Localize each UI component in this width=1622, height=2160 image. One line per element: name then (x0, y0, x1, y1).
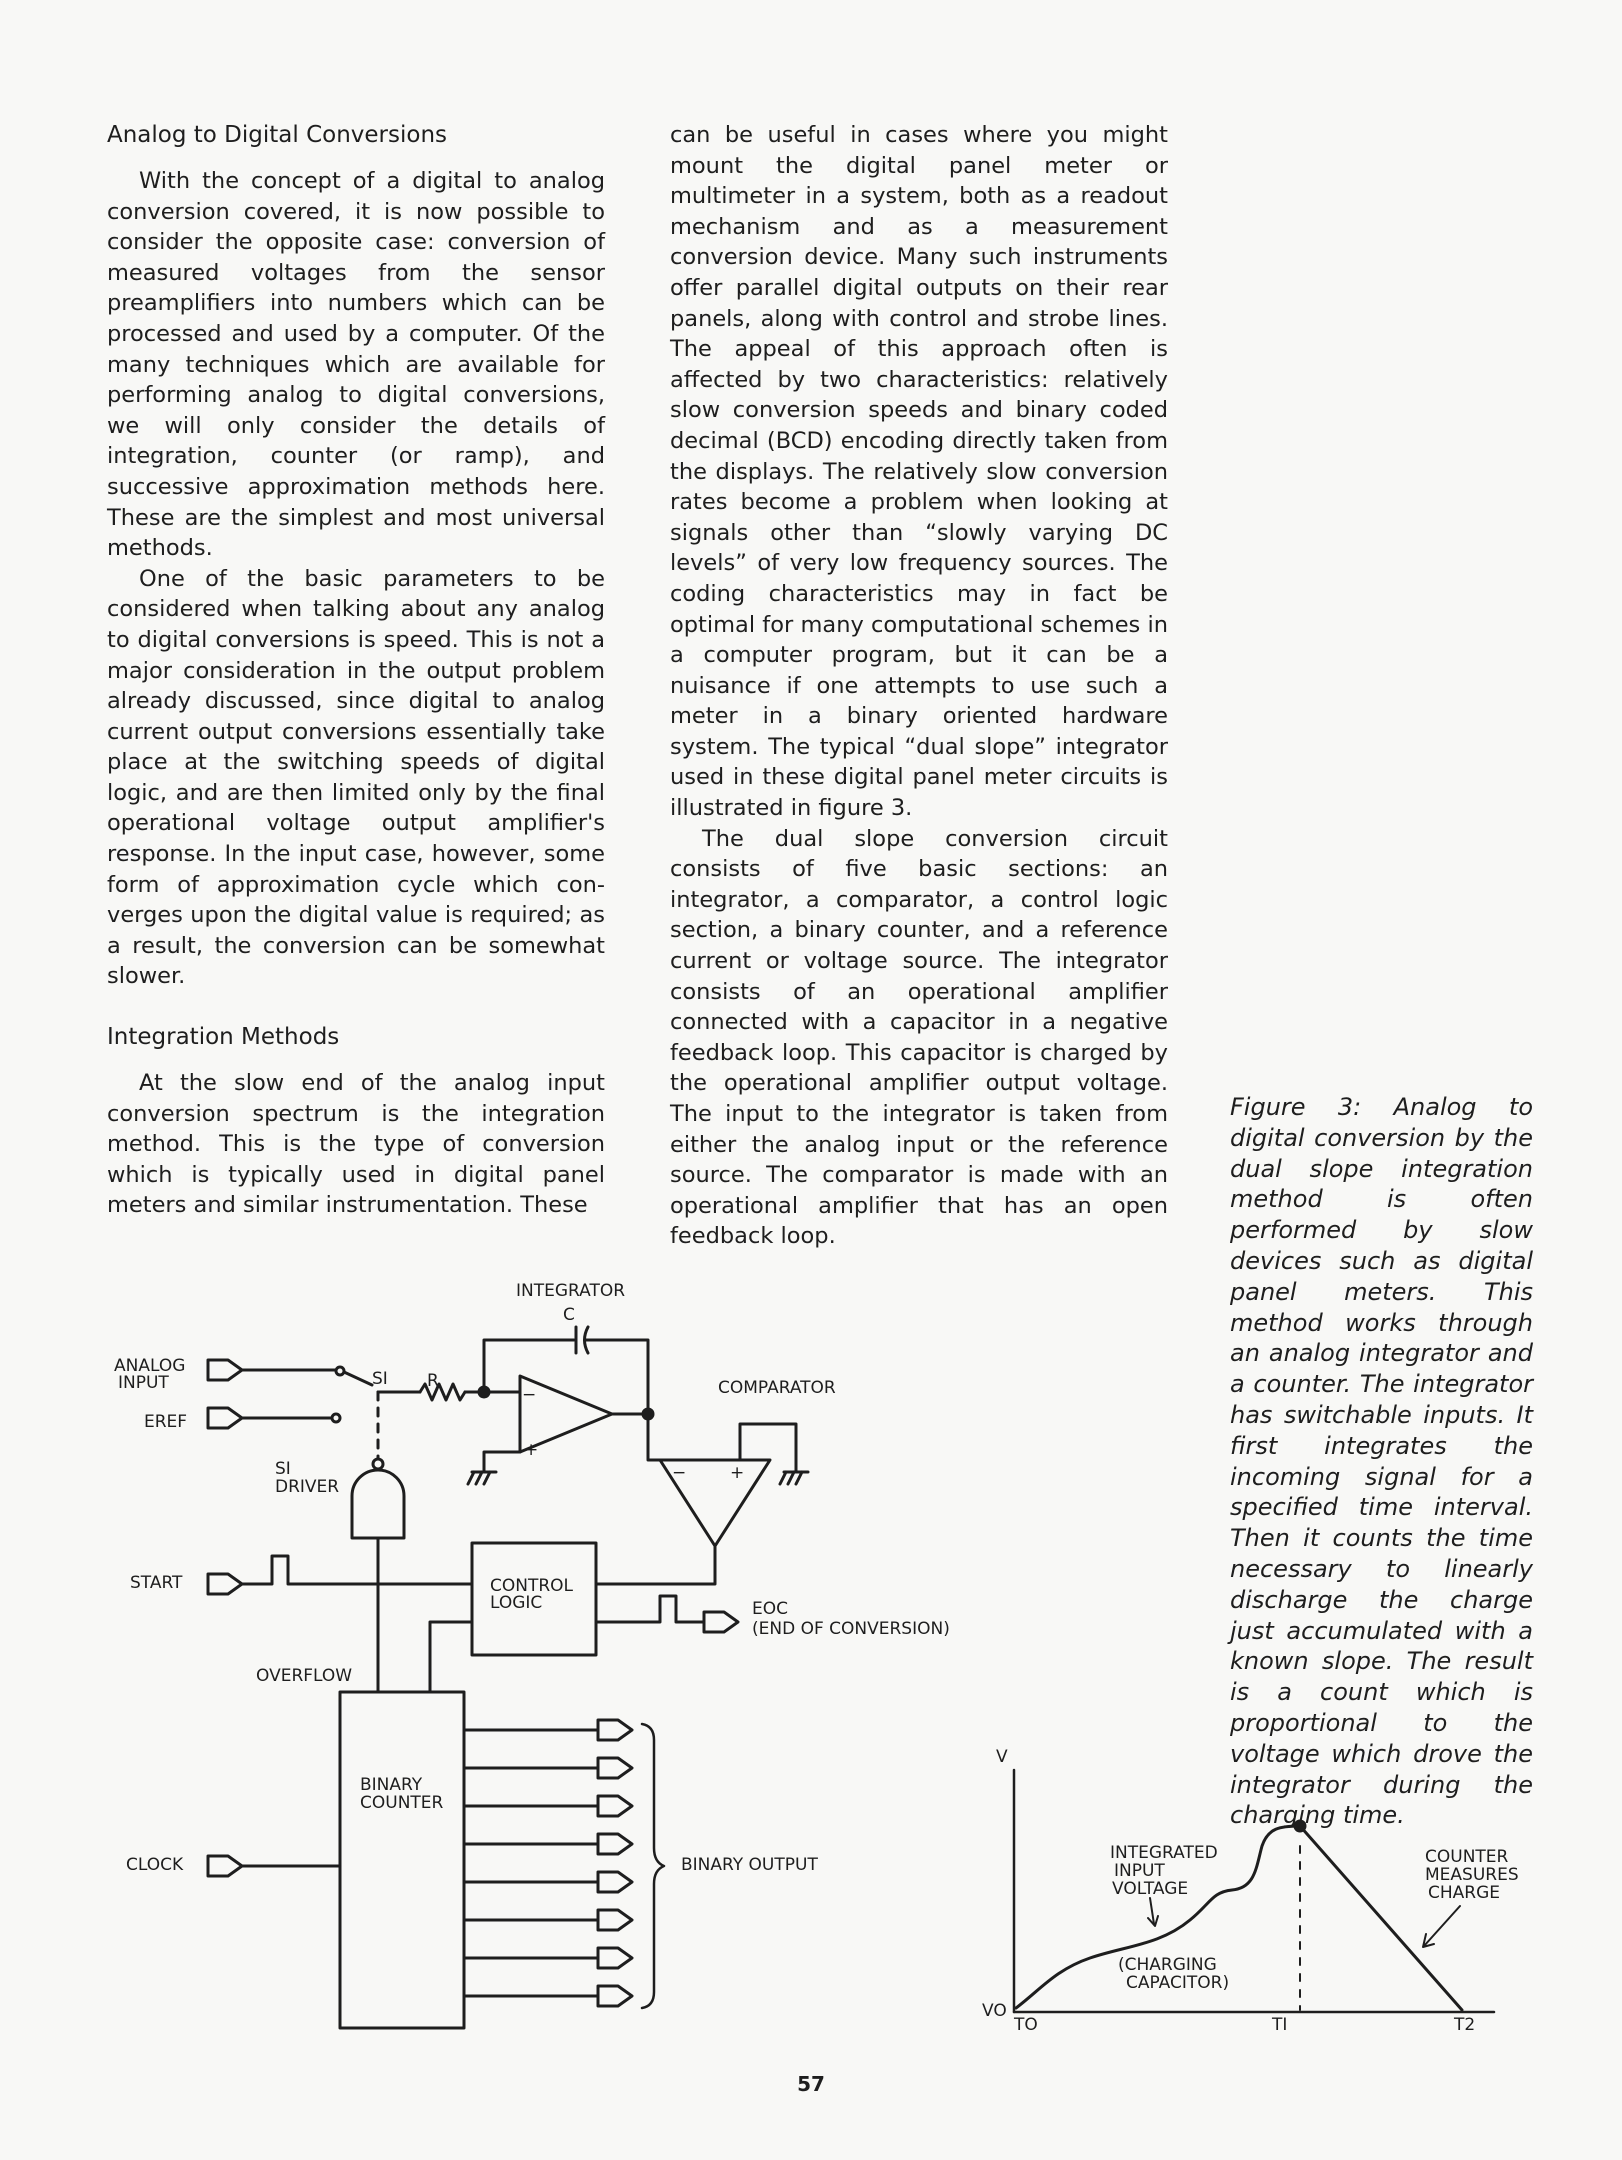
counter-measures-label: MEASURES (1425, 1865, 1519, 1885)
paragraph: With the concept of a digital to analog … (107, 168, 605, 562)
binary-counter-label: COUNTER (360, 1793, 444, 1813)
clock-connector (206, 1854, 244, 1878)
output-line (462, 1832, 634, 1856)
integrated-input-label: INPUT (1114, 1861, 1165, 1881)
comparator-plus-sign: + (730, 1463, 744, 1483)
control-logic-label: LOGIC (490, 1593, 542, 1613)
paragraph: can be useful in cases where you might m… (670, 122, 1168, 822)
figure-caption: Figure 3: Analog to digital conversion b… (1230, 1093, 1533, 1830)
output-line (462, 1718, 634, 1742)
control-logic-block (470, 1541, 598, 1657)
analog-input-connector (206, 1358, 244, 1382)
arrow-counter-measures (1422, 1905, 1461, 1948)
comparator (658, 1458, 772, 1548)
start-label: START (130, 1573, 183, 1593)
paragraph: The dual slope conversion circuit consis… (670, 825, 1168, 1250)
graph-vo-label: VO (982, 2001, 1007, 2021)
ground-symbol (778, 1470, 810, 1486)
binary-output-label: BINARY OUTPUT (681, 1855, 818, 1875)
start-connector (206, 1572, 244, 1596)
counter-measures-label: COUNTER (1425, 1847, 1509, 1867)
gate-inversion-bubble (371, 1457, 385, 1471)
analog-input-label: INPUT (118, 1373, 169, 1393)
control-to-counter-wire (428, 1620, 474, 1694)
counter-measures-label: CHARGE (1428, 1883, 1500, 1903)
graph-t0-label: TO (1013, 2015, 1038, 2035)
resistor-label: R (427, 1371, 439, 1391)
analog-input-label: ANALOG (114, 1356, 185, 1376)
integration-curve (1014, 1824, 1302, 2010)
comparator-output-wire (594, 1544, 717, 1586)
heading-analog-to-digital: Analog to Digital Conversions (107, 122, 448, 148)
charging-capacitor-label: (CHARGING (1118, 1955, 1217, 1975)
paragraph: One of the basic parameters to be consid… (107, 565, 605, 990)
ground-symbol (466, 1470, 498, 1486)
feedback-wire (482, 1338, 576, 1394)
binary-counter-label: BINARY (360, 1775, 423, 1795)
output-line (462, 1794, 634, 1818)
capacitor-label: C (563, 1305, 575, 1325)
binary-output-brace (640, 1722, 666, 2010)
si-switch-label: SI (372, 1369, 388, 1389)
right-column: can be useful in cases where you might m… (670, 120, 1168, 1252)
overflow-label: OVERFLOW (256, 1666, 352, 1686)
output-line (462, 1870, 634, 1894)
resistor-symbol (418, 1382, 467, 1402)
page-number: 57 (797, 2072, 825, 2096)
comparator-ref-wire (738, 1422, 798, 1474)
charging-capacitor-label: CAPACITOR) (1126, 1973, 1229, 1993)
binary-counter-block (338, 1690, 466, 2030)
output-line (462, 1984, 634, 2008)
si-driver-label: SI (275, 1459, 291, 1479)
integrator-label: INTEGRATOR (516, 1281, 625, 1301)
si-driver-label: DRIVER (275, 1477, 339, 1497)
left-column: Analog to Digital Conversions With the c… (107, 120, 605, 1221)
integrator-opamp (518, 1374, 614, 1454)
comparator-minus-sign: − (672, 1463, 686, 1483)
switch-contact (334, 1365, 346, 1377)
heading-integration-methods: Integration Methods (107, 1024, 340, 1051)
arrow-integrated-input (1147, 1897, 1159, 1927)
start-pulse (256, 1554, 302, 1586)
si-driver-gate (350, 1468, 406, 1540)
eoc-label: (END OF CONVERSION) (752, 1619, 950, 1639)
graph-t1-label: TI (1271, 2015, 1287, 2035)
clock-label: CLOCK (126, 1855, 184, 1875)
integrated-input-label: VOLTAGE (1112, 1879, 1188, 1899)
switch-blade (342, 1370, 374, 1387)
opamp-ground-wire (482, 1450, 522, 1474)
eref-connector (206, 1406, 244, 1430)
eoc-connector (702, 1610, 740, 1634)
integrated-input-label: INTEGRATED (1110, 1843, 1218, 1863)
graph-t2-label: T2 (1453, 2015, 1475, 2035)
discharge-line (1298, 1824, 1464, 2012)
eoc-label: EOC (752, 1599, 788, 1619)
integrator-to-comparator-wire (646, 1412, 662, 1462)
feedback-wire (584, 1338, 650, 1416)
opamp-minus-sign: − (522, 1385, 536, 1405)
eref-label: EREF (144, 1412, 187, 1432)
eoc-pulse (646, 1594, 706, 1624)
switch-contact (330, 1412, 342, 1424)
control-logic-label: CONTROL (490, 1576, 574, 1596)
paragraph: At the slow end of the analog input conv… (107, 1070, 605, 1219)
output-line (462, 1946, 634, 1970)
comparator-label: COMPARATOR (718, 1378, 836, 1398)
output-line (462, 1756, 634, 1780)
graph-v-label: V (996, 1747, 1008, 1767)
binary-output-lines (462, 1718, 634, 2008)
output-line (462, 1908, 634, 1932)
